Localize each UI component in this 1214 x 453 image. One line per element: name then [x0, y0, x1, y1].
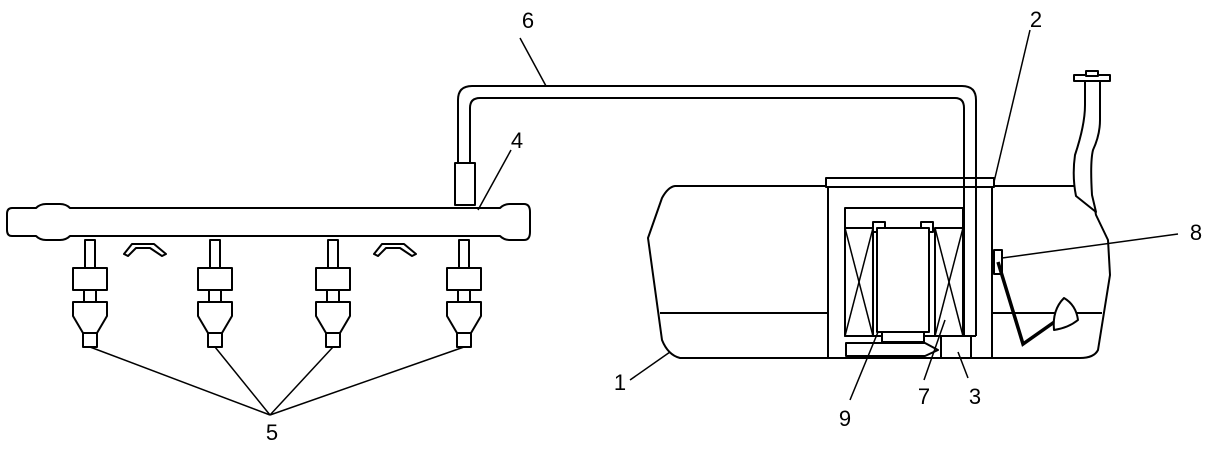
- callout-sender-flange: 2: [1030, 7, 1042, 32]
- filler-neck: [1072, 70, 1111, 213]
- callout-pressure-regulator: 3: [969, 384, 981, 409]
- callout-tank: 1: [614, 370, 626, 395]
- float-arm: [996, 261, 1062, 347]
- callout-fuel-rail: 4: [511, 128, 523, 153]
- injector: [197, 239, 233, 348]
- sender-flange: [825, 177, 995, 188]
- callout-fuel-pump: 7: [918, 384, 930, 409]
- callout-injectors: 5: [266, 420, 278, 445]
- rail-inlet-fitting: [454, 162, 476, 206]
- pressure-regulator: [940, 335, 972, 359]
- injector: [72, 239, 108, 348]
- callout-strainer: 9: [839, 406, 851, 431]
- callout-fuel-line: 6: [522, 8, 534, 33]
- fuel-strainer: [845, 342, 939, 357]
- callout-fuel-level-sensor: 8: [1190, 220, 1202, 245]
- rail-clip: [123, 243, 167, 257]
- injector: [446, 239, 482, 348]
- injector: [315, 239, 351, 348]
- rail-clip: [373, 243, 417, 257]
- fuel-rail: [6, 203, 531, 241]
- float: [1052, 297, 1079, 331]
- fuel-line: [454, 85, 977, 206]
- leader-lines: [89, 29, 1179, 416]
- fuel-pump: [876, 227, 930, 333]
